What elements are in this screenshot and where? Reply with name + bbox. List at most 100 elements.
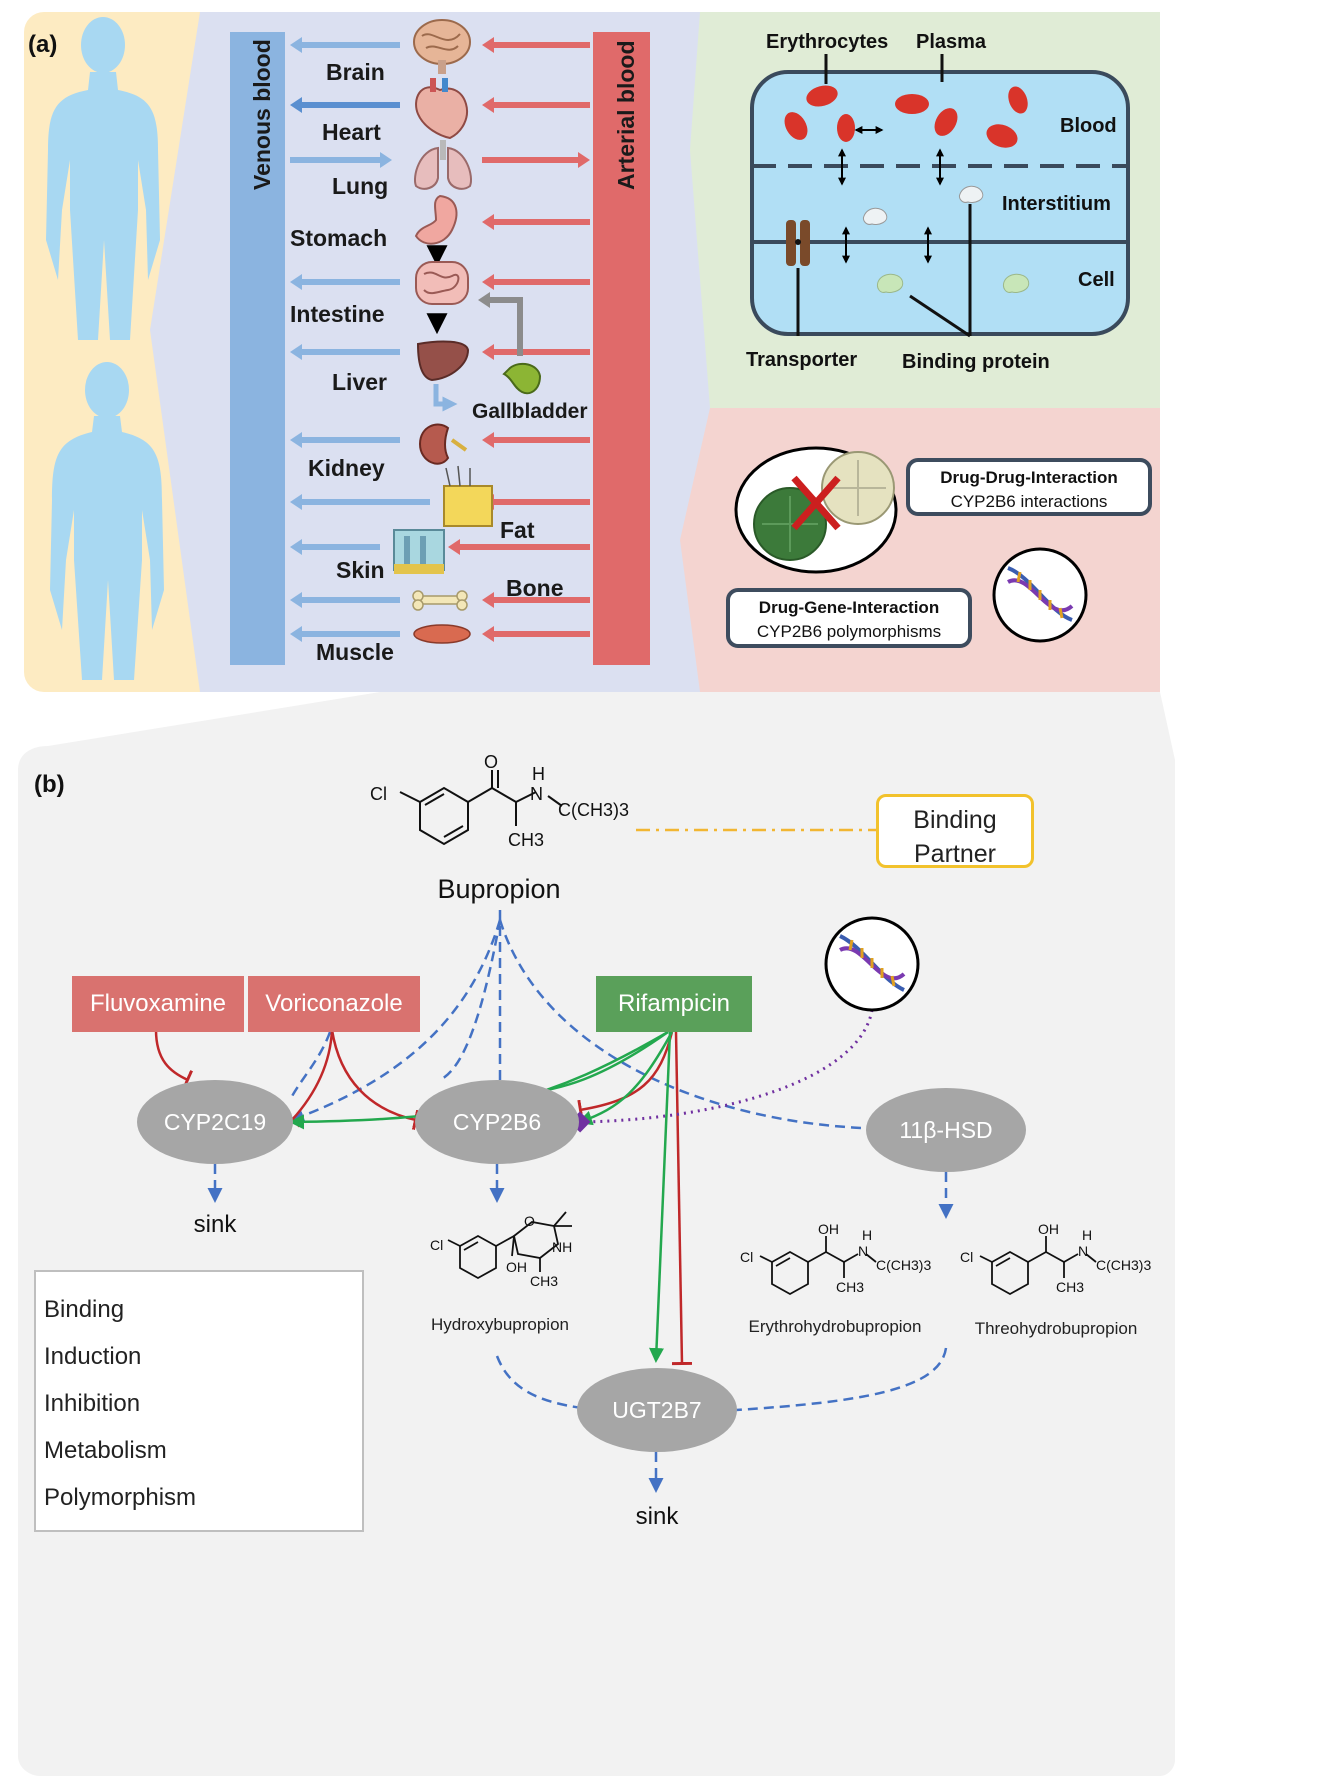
intestine-icon <box>415 261 469 305</box>
panel-b-label: (b) <box>34 771 65 798</box>
rifampicin-box: Rifampicin <box>596 976 752 1032</box>
liver-icon <box>416 340 470 382</box>
cyp2b6-label: CYP2B6 <box>453 1109 541 1135</box>
dgi-box: Drug-Gene-Interaction CYP2B6 polymorphis… <box>726 588 972 648</box>
tissue-compartment-diagram: Erythrocytes Plasma Blood Interstitium C… <box>746 31 1130 373</box>
venous-arrow-kidney <box>290 432 400 448</box>
organ-labels: Brain Heart Lung Stomach Intestine Liver… <box>290 59 588 665</box>
sink-label: sink <box>636 1503 680 1530</box>
structure-atom-label: N <box>858 1243 868 1259</box>
hsd-label: 11β-HSD <box>899 1117 992 1143</box>
binding-protein-icon <box>959 185 984 203</box>
panel-a: Venous blood Arterial blood <box>24 12 1160 692</box>
venous-arrow-intestine <box>290 274 400 290</box>
ddi-box: Drug-Drug-Interaction CYP2B6 interaction… <box>906 458 1152 516</box>
structure-atom-label: Cl <box>430 1237 443 1253</box>
erythrohydrobupropion-structure <box>759 1236 877 1296</box>
structure-atom-label: OH <box>818 1221 839 1237</box>
bone-icon <box>412 590 468 611</box>
structure-atom-label: Cl <box>960 1249 973 1265</box>
binding-partner-box: Binding Partner <box>876 794 1034 868</box>
muscle-icon <box>413 624 471 644</box>
skin-icon <box>393 529 445 574</box>
brain-icon <box>413 19 471 74</box>
binding-protein-icon <box>863 207 888 225</box>
organ-label: Liver <box>332 369 387 395</box>
structure-atom-label: C(CH3)3 <box>876 1257 931 1273</box>
hsd-node <box>866 1088 1026 1172</box>
venous-arrow-skin <box>290 539 380 555</box>
structure-atom-label: O <box>484 752 498 772</box>
ugt2b7-label: UGT2B7 <box>612 1397 701 1423</box>
arterial-blood-label: Arterial blood <box>613 40 639 190</box>
organ-label: Muscle <box>316 639 394 665</box>
rifampicin-label: Rifampicin <box>617 990 731 1017</box>
sink-label: sink <box>194 1211 238 1238</box>
organ-label: Skin <box>336 557 385 583</box>
blood-label: Blood <box>1060 115 1117 137</box>
exchange-arrows <box>838 126 944 264</box>
plasma-label: Plasma <box>916 31 987 53</box>
organ-label: Stomach <box>290 225 387 251</box>
cell-label: Cell <box>1078 269 1115 291</box>
stomach-icon <box>414 194 458 245</box>
bile-recirculation-arrow <box>486 297 523 356</box>
kidney-icon <box>418 423 468 465</box>
bupropion-label: Bupropion <box>437 874 560 904</box>
venous-arrow-heart <box>290 97 400 113</box>
dna-icon <box>824 916 920 1012</box>
inhibition-links <box>154 1029 693 1366</box>
erythrocytes-label: Erythrocytes <box>766 31 888 53</box>
structure-atom-label: Cl <box>370 784 387 804</box>
legend-binding: Binding <box>44 1296 125 1323</box>
human-silhouette-icon <box>50 362 164 680</box>
structure-atom-label: C(CH3)3 <box>1096 1257 1151 1273</box>
venous-blood-label: Venous blood <box>249 39 275 190</box>
liver-to-gallbladder-arrow <box>433 384 458 412</box>
transporter-icon <box>786 220 810 266</box>
organ-label: Bone <box>506 575 564 601</box>
bupropion-structure <box>399 770 563 846</box>
venous-arrow-bone <box>290 592 400 608</box>
binding-partner-line: Binding <box>913 806 997 834</box>
panel-a-label: (a) <box>28 31 57 58</box>
structure-atom-label: CH3 <box>530 1273 558 1289</box>
organ-label: Kidney <box>308 455 385 481</box>
dgi-subtitle: CYP2B6 polymorphisms <box>756 622 942 641</box>
fluvoxamine-label: Fluvoxamine <box>89 990 227 1017</box>
transporter-label: Transporter <box>746 349 857 371</box>
binding-partner-line: Partner <box>914 840 996 868</box>
hydroxybupropion-label: Hydroxybupropion <box>431 1315 569 1334</box>
organ-label: Heart <box>322 119 381 145</box>
enzyme-nodes <box>137 1080 1026 1452</box>
binding-protein-icon <box>1003 273 1030 293</box>
venous-arrow-liver <box>290 344 400 360</box>
binding-protein-label: Binding protein <box>902 351 1050 373</box>
lung-to-arterial-arrow <box>482 152 590 168</box>
dna-icon <box>992 547 1088 643</box>
interaction-background <box>680 408 1160 692</box>
human-silhouette-icon <box>46 17 160 340</box>
structure-atom-label: O <box>524 1213 535 1229</box>
pills-icon <box>734 446 898 574</box>
erythrohydrobupropion-label: Erythrohydrobupropion <box>749 1317 922 1336</box>
voriconazole-box: Voriconazole <box>248 976 420 1032</box>
cyp2b6-node <box>415 1080 579 1164</box>
legend-inhibition: Inhibition <box>44 1390 141 1417</box>
venous-arrows <box>290 37 430 642</box>
structure-atom-label: H <box>532 764 545 784</box>
structure-atom-label: NH <box>552 1239 572 1255</box>
venous-arrow-muscle <box>290 626 400 642</box>
structure-atom-label: CH3 <box>508 830 544 850</box>
structure-atom-label: CH3 <box>1056 1279 1084 1295</box>
venous-blood-bar <box>230 32 285 665</box>
organ-label: Intestine <box>290 301 385 327</box>
fluvoxamine-box: Fluvoxamine <box>72 976 244 1032</box>
cyp2c19-label: CYP2C19 <box>164 1109 266 1135</box>
polymorphism-link <box>569 1009 874 1133</box>
dgi-title: Drug-Gene-Interaction <box>758 598 940 617</box>
organ-label: Fat <box>500 517 535 543</box>
structure-atom-label: H <box>862 1227 872 1243</box>
legend-polymorphism: Polymorphism <box>44 1484 197 1511</box>
